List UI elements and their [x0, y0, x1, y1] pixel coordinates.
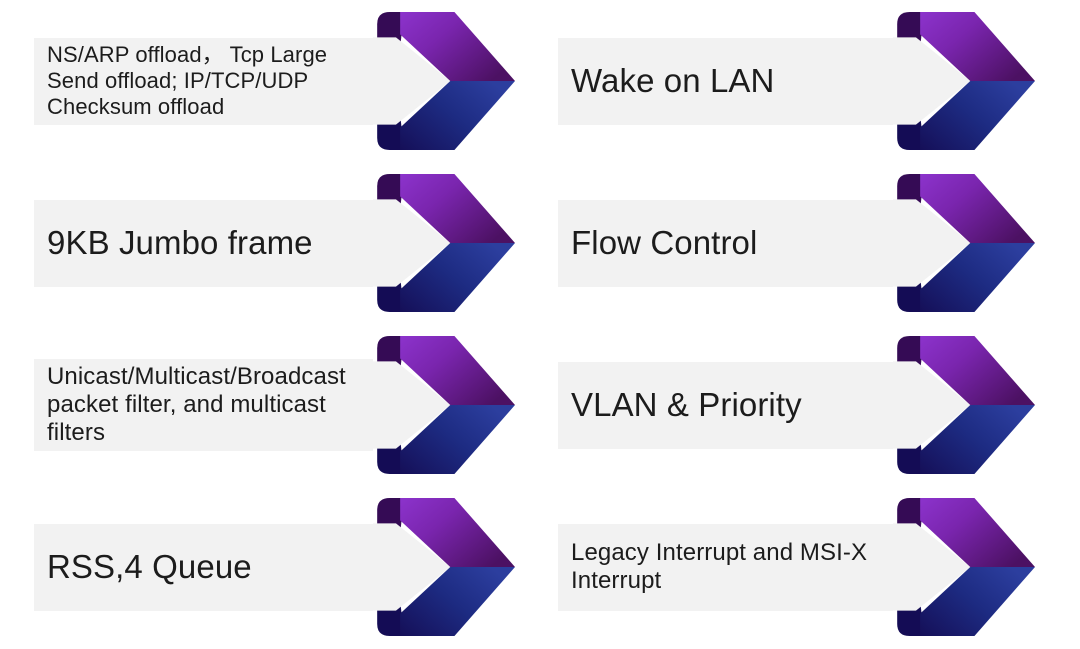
chevron-arrow-icon [373, 174, 515, 312]
chevron-arrow-icon [893, 336, 1035, 474]
feature-item: NS/ARP offload， Tcp Large Send offload; … [0, 0, 540, 162]
chevron-arrow-icon [373, 498, 515, 636]
feature-label: Flow Control [558, 199, 893, 287]
chevron-arrow-icon [893, 12, 1035, 150]
feature-item: Wake on LAN [540, 0, 1080, 162]
feature-label: 9KB Jumbo frame [34, 199, 373, 287]
chevron-arrow-icon [373, 336, 515, 474]
feature-item: VLAN & Priority [540, 324, 1080, 486]
feature-label: Legacy Interrupt and MSI-X Interrupt [558, 523, 893, 611]
feature-item: Flow Control [540, 162, 1080, 324]
feature-label: Unicast/Multicast/Broadcast packet filte… [34, 358, 373, 452]
feature-label: NS/ARP offload， Tcp Large Send offload; … [34, 37, 373, 125]
feature-label: VLAN & Priority [558, 361, 893, 449]
feature-item: Legacy Interrupt and MSI-X Interrupt [540, 486, 1080, 648]
feature-item: Unicast/Multicast/Broadcast packet filte… [0, 324, 540, 486]
chevron-arrow-icon [373, 12, 515, 150]
chevron-arrow-icon [893, 174, 1035, 312]
feature-item: RSS,4 Queue [0, 486, 540, 648]
feature-label: Wake on LAN [558, 37, 893, 125]
feature-label: RSS,4 Queue [34, 523, 373, 611]
chevron-arrow-icon [893, 498, 1035, 636]
feature-item: 9KB Jumbo frame [0, 162, 540, 324]
